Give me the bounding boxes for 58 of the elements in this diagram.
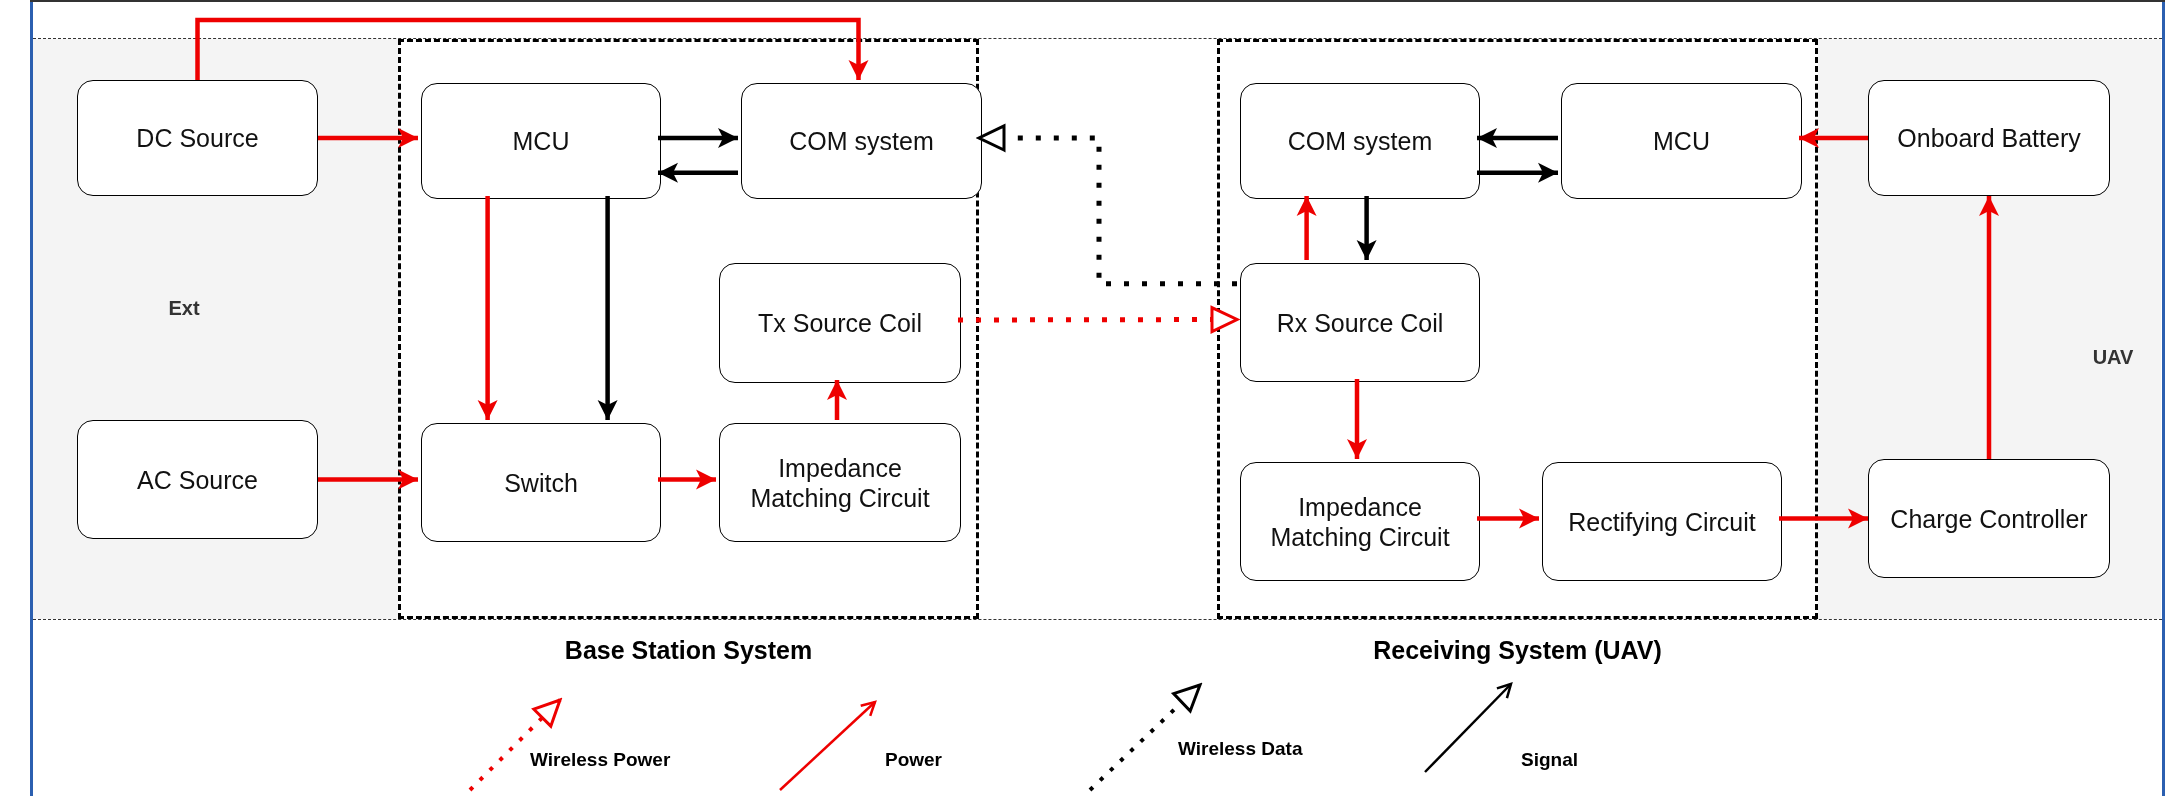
process-box xyxy=(1868,80,2110,196)
legend-label: Power xyxy=(885,748,943,772)
arrow xyxy=(318,469,418,490)
process-box xyxy=(741,83,982,199)
box-label: Rectifying Circuit xyxy=(1568,506,1756,537)
box-label: Charge Controller xyxy=(1890,503,2088,534)
box-label: Impedance Matching Circuit xyxy=(1269,491,1451,552)
arrow xyxy=(477,196,498,420)
lane-label: Ext xyxy=(168,296,200,321)
lane-label: UAV xyxy=(2092,345,2134,370)
arrow xyxy=(1477,508,1539,529)
arrow xyxy=(1779,508,1868,529)
box-label: MCU xyxy=(1653,126,1710,156)
arrow xyxy=(658,162,738,183)
box-label: Rx Source Coil xyxy=(1276,307,1444,338)
process-box xyxy=(1868,459,2110,578)
process-box xyxy=(719,423,961,542)
process-box xyxy=(1542,462,1782,581)
process-box xyxy=(1240,263,1480,382)
box-label: MCU xyxy=(512,126,570,156)
lane-band xyxy=(33,39,398,619)
group-title: Base Station System xyxy=(564,635,813,666)
process-box xyxy=(1240,83,1480,199)
group-title: Receiving System (UAV) xyxy=(1373,635,1662,666)
box-label: Impedance Matching Circuit xyxy=(749,452,931,513)
arrow xyxy=(658,469,716,490)
arrow xyxy=(1799,128,1868,148)
box-label: Tx Source Coil xyxy=(758,308,922,338)
arrow xyxy=(1477,128,1558,148)
box-label: AC Source xyxy=(137,464,258,495)
box-label: DC Source xyxy=(136,123,259,153)
arrow xyxy=(1347,379,1367,459)
arrow xyxy=(977,124,1237,287)
process-box xyxy=(77,420,318,539)
process-box xyxy=(1240,462,1480,581)
box-label: Switch xyxy=(504,467,578,498)
arrow xyxy=(597,196,618,420)
box-label: COM system xyxy=(1287,126,1433,156)
arrow xyxy=(1979,196,1999,459)
legend-label: Signal xyxy=(1521,748,1578,772)
legend-label: Wireless Data xyxy=(1178,737,1303,761)
process-box xyxy=(77,80,318,196)
arrow xyxy=(658,128,738,148)
arrow xyxy=(827,380,847,420)
arrow xyxy=(958,306,1239,334)
arrow xyxy=(195,17,869,80)
process-box xyxy=(421,83,661,199)
box-label: Onboard Battery xyxy=(1897,123,2081,153)
process-box xyxy=(1561,83,1802,199)
process-box xyxy=(719,263,961,383)
arrow xyxy=(1296,196,1317,260)
arrow xyxy=(1356,196,1377,260)
arrow xyxy=(1477,162,1558,183)
lane-band xyxy=(1818,39,2161,619)
arrow xyxy=(318,128,418,148)
process-box xyxy=(421,423,661,542)
legend-label: Wireless Power xyxy=(530,748,671,772)
box-label: COM system xyxy=(789,126,934,156)
